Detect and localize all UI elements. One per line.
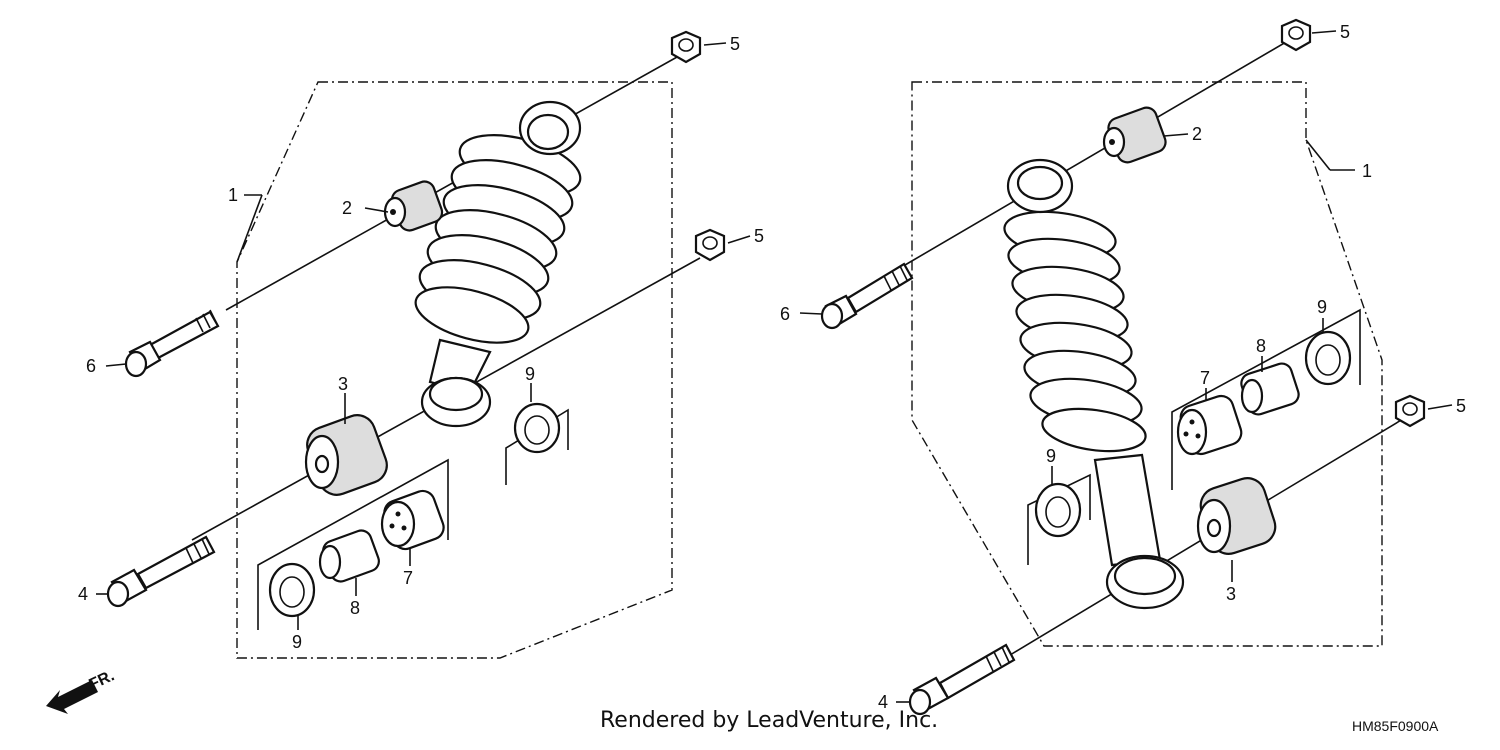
front-direction-label: FR. bbox=[87, 667, 118, 693]
left-lower-bolt bbox=[106, 535, 216, 608]
right-callout-lower-bushing: 3 bbox=[1226, 584, 1236, 604]
right-callout-collar: 8 bbox=[1256, 336, 1266, 356]
right-callout-lower-bolt: 4 bbox=[878, 692, 888, 712]
left-upper-bolt bbox=[124, 309, 220, 378]
left-callout-lower-bushing: 3 bbox=[338, 374, 348, 394]
left-shock-absorber bbox=[414, 100, 582, 428]
front-direction-indicator: FR. bbox=[46, 667, 117, 714]
left-callout-dust-seal-inner: 7 bbox=[403, 568, 413, 588]
left-callout-lower-nut: 5 bbox=[754, 226, 764, 246]
left-callout-seal-bottom: 9 bbox=[292, 632, 302, 652]
left-callout-upper-nut: 5 bbox=[730, 34, 740, 54]
left-right-seal bbox=[505, 402, 569, 485]
left-lower-nut bbox=[694, 228, 726, 262]
left-lower-bushing bbox=[304, 414, 388, 496]
right-left-seal bbox=[1027, 473, 1091, 565]
front-arrow-icon bbox=[46, 680, 98, 714]
left-callout-lower-bolt: 4 bbox=[78, 584, 88, 604]
right-upper-bolt bbox=[820, 262, 914, 330]
left-shock-assembly: 1 2 3 4 5 5 6 7 8 9 9 bbox=[78, 30, 764, 659]
left-callout-upper-bushing: 2 bbox=[342, 198, 352, 218]
right-upper-nut bbox=[1280, 18, 1312, 52]
left-callout-seal-right: 9 bbox=[525, 364, 535, 384]
right-callout-dust-seal-inner: 7 bbox=[1200, 368, 1210, 388]
left-callout-collar: 8 bbox=[350, 598, 360, 618]
right-lower-bolt bbox=[908, 643, 1016, 716]
right-shock-absorber bbox=[1003, 158, 1185, 610]
left-bottom-seal-set bbox=[257, 458, 449, 630]
right-upper-bushing bbox=[1102, 106, 1167, 164]
left-callout-shock-assembly: 1 bbox=[228, 185, 238, 205]
right-assembly-boundary bbox=[911, 81, 1383, 647]
right-callout-seal-top: 9 bbox=[1317, 297, 1327, 317]
right-callout-upper-nut: 5 bbox=[1340, 22, 1350, 42]
right-shock-assembly: 1 2 3 4 5 5 6 7 8 9 9 bbox=[780, 18, 1466, 716]
diagram-code: HM85F0900A bbox=[1352, 718, 1439, 734]
right-lower-bushing bbox=[1196, 477, 1277, 555]
right-callout-seal-left: 9 bbox=[1046, 446, 1056, 466]
right-callout-lower-nut: 5 bbox=[1456, 396, 1466, 416]
left-upper-nut bbox=[670, 30, 702, 64]
right-callout-upper-bolt: 6 bbox=[780, 304, 790, 324]
right-lower-nut bbox=[1394, 394, 1426, 428]
right-callout-upper-bushing: 2 bbox=[1192, 124, 1202, 144]
right-top-seal-set bbox=[1171, 308, 1361, 490]
left-callout-upper-bolt: 6 bbox=[86, 356, 96, 376]
footer-credit: Rendered by LeadVenture, Inc. bbox=[600, 708, 939, 733]
left-upper-bushing bbox=[383, 180, 444, 232]
right-callout-shock-assembly: 1 bbox=[1362, 161, 1372, 181]
